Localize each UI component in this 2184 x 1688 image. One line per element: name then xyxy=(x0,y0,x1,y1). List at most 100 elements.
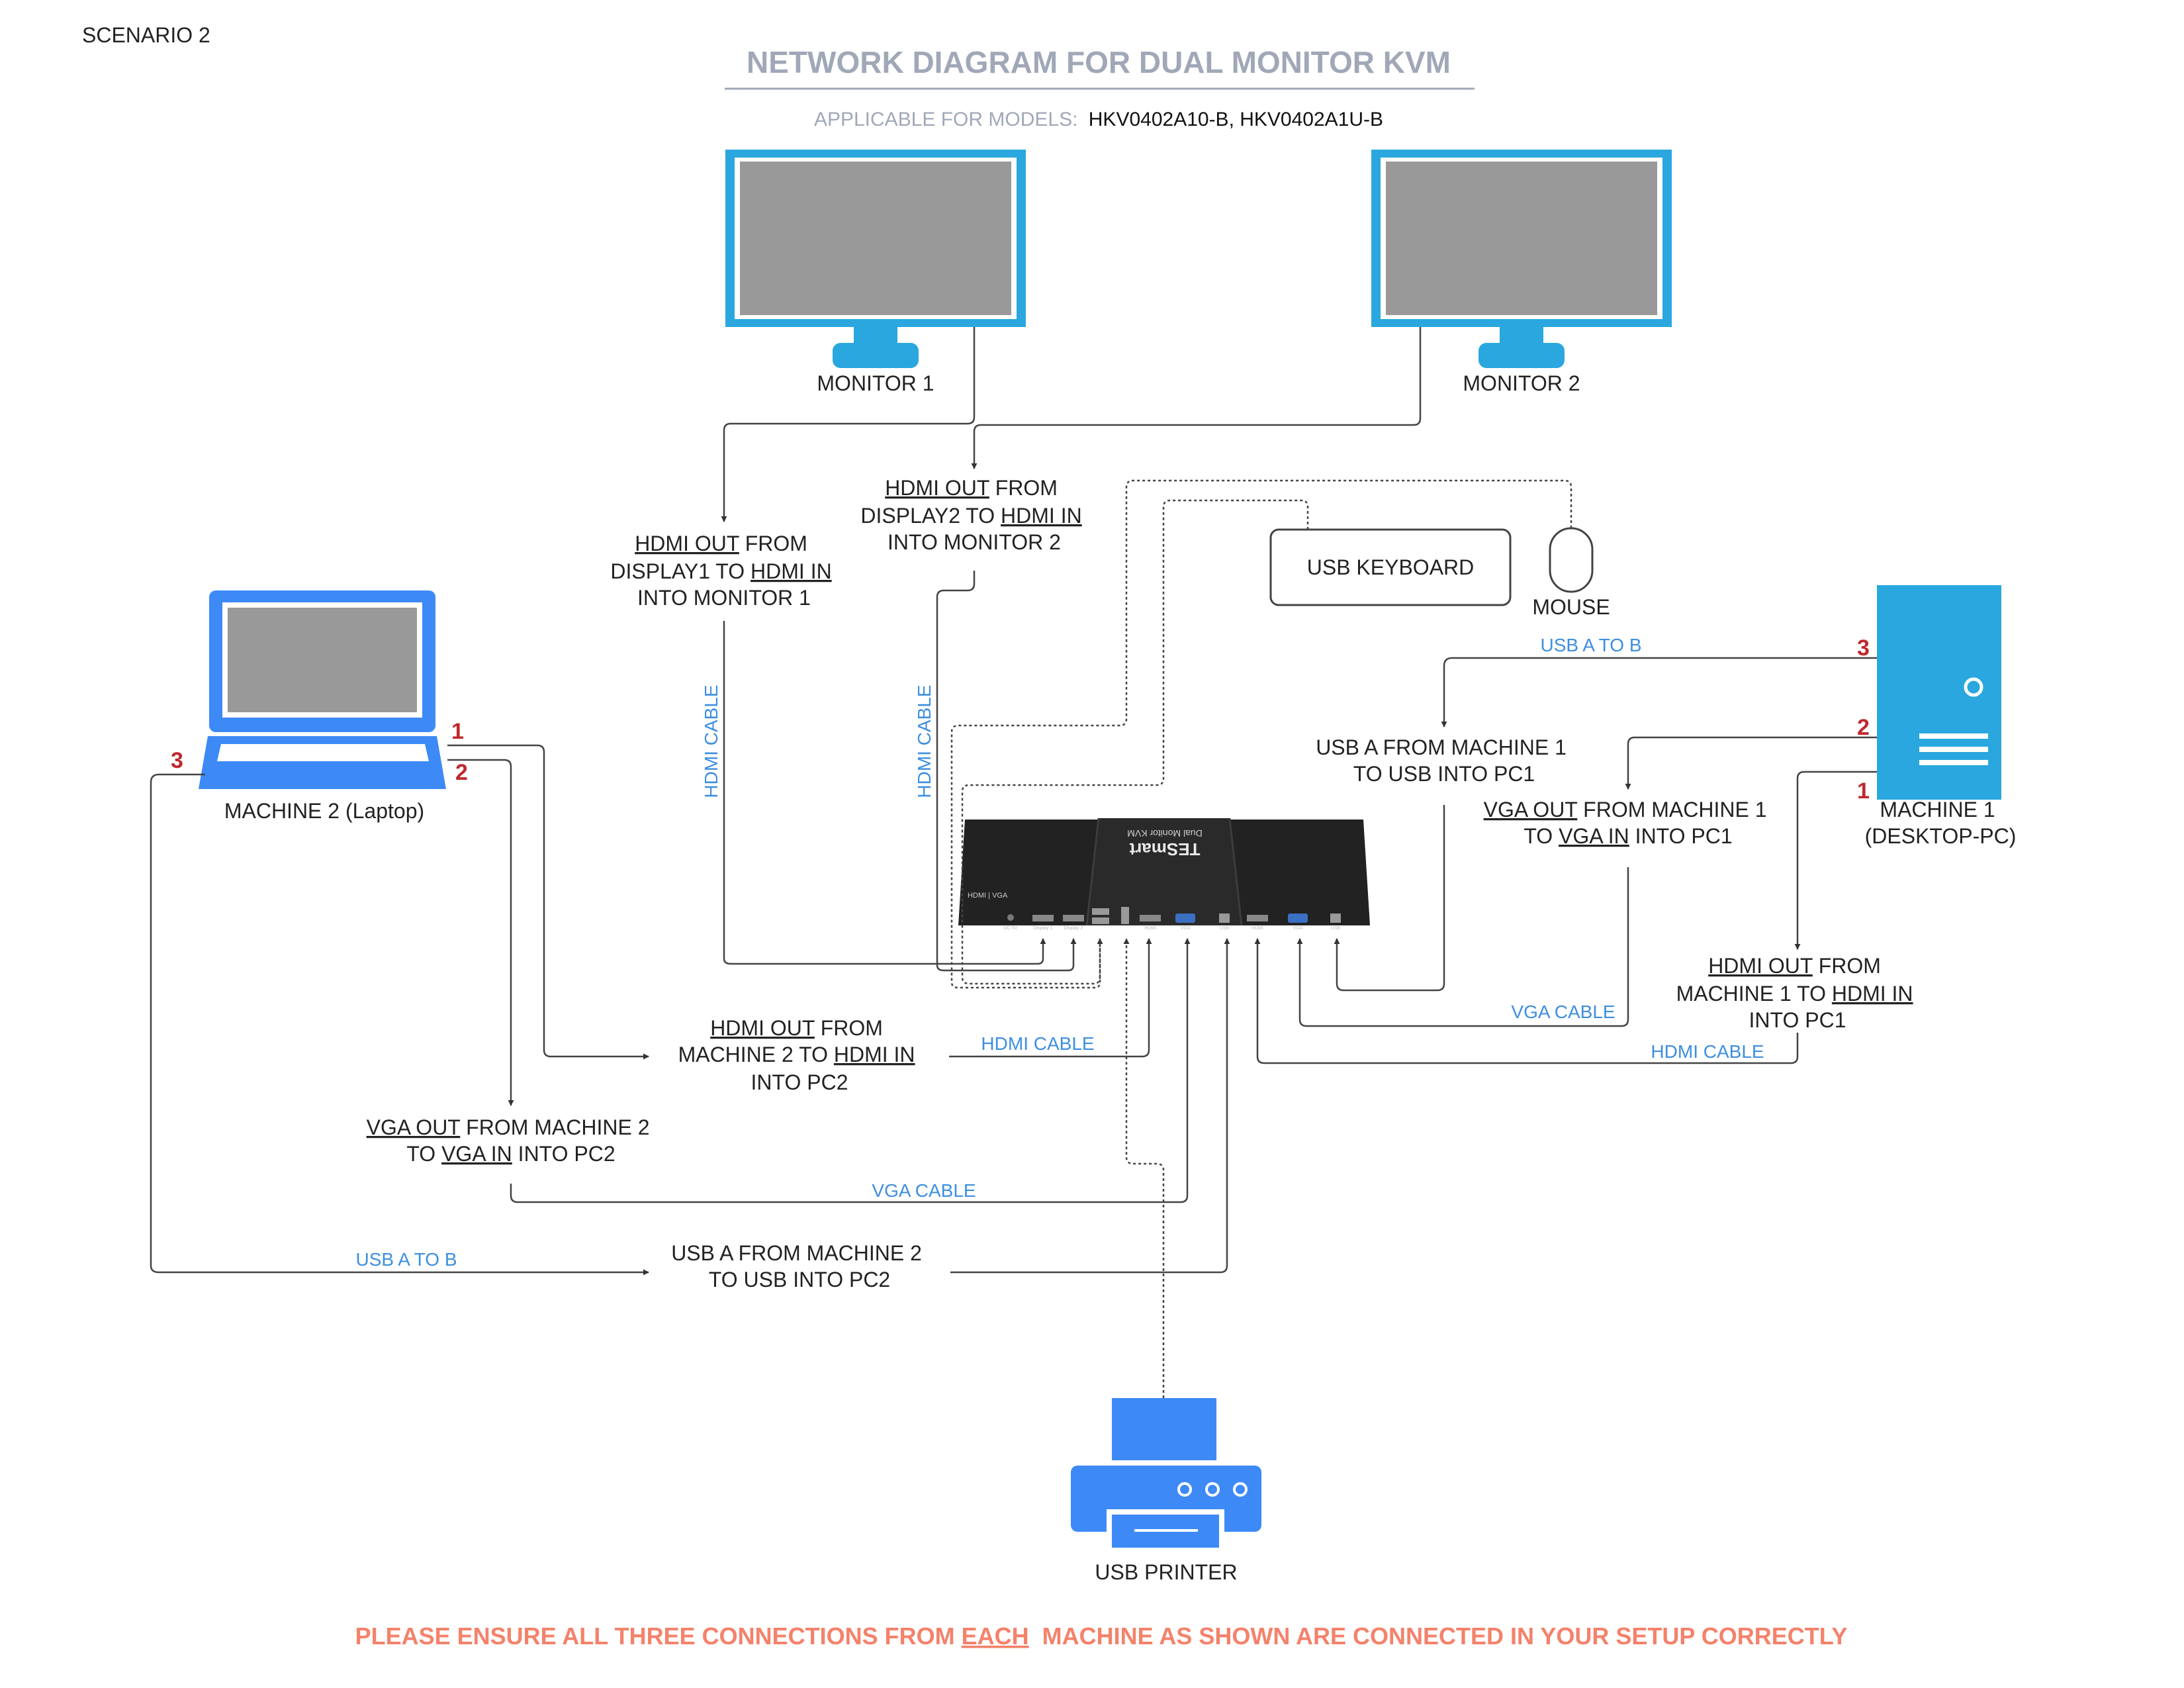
scenario-label: SCENARIO 2 xyxy=(82,23,210,47)
label-hdmi-display2-u2: HDMI IN xyxy=(1001,504,1082,528)
monitor-2-icon xyxy=(1371,150,1672,368)
line-laptop1-to-hdmi-label xyxy=(447,744,649,1060)
line-vga-label-to-pc1-vga xyxy=(1297,867,1629,1027)
label-hdmi-machine2-u2: HDMI IN xyxy=(834,1043,915,1066)
kvm-port-pc1-vga xyxy=(1288,914,1308,923)
cable-label-vga-m1: VGA CABLE xyxy=(1511,1002,1615,1022)
laptop-port-3: 3 xyxy=(171,748,183,773)
mouse-label: MOUSE xyxy=(1532,595,1610,619)
line-laptop2-to-vga-label xyxy=(447,759,514,1106)
label-vga-machine2: VGA OUT FROM MACHINE 2 TO VGA IN INTO PC… xyxy=(367,1115,656,1166)
kvm-port-label-pc2-hdmi: HDMI xyxy=(1144,926,1156,931)
kvm-port-pc1-usb xyxy=(1330,914,1341,923)
desktop-port-1: 1 xyxy=(1857,778,1870,804)
laptop-label: MACHINE 2 (Laptop) xyxy=(224,799,424,823)
kvm-port-pc2-vga xyxy=(1175,914,1195,923)
kvm-brand: TESmart xyxy=(1129,839,1200,859)
label-hdmi-display2: HDMI OUT FROM DISPLAY2 TO HDMI IN INTO M… xyxy=(860,476,1087,554)
models-line: APPLICABLE FOR MODELS: HKV0402A10-B, HKV… xyxy=(814,109,1383,130)
label-hdmi-display1-u1: HDMI OUT xyxy=(635,532,739,555)
dotted-mouse-line xyxy=(950,479,1572,989)
laptop-icon xyxy=(199,590,446,789)
cable-label-usb-ab-m2: USB A TO B xyxy=(355,1249,457,1270)
line-desktop1-to-hdmi-label xyxy=(1794,771,1877,950)
models-prefix: APPLICABLE FOR MODELS: xyxy=(814,109,1077,130)
printer-icon xyxy=(1071,1398,1261,1550)
kvm-port-label-pc1-usb: USB xyxy=(1331,926,1341,931)
line-desktop3-to-usb-label xyxy=(1441,657,1877,727)
kvm-port-usb-a3 xyxy=(1121,907,1129,924)
line-laptop3-to-usb-label xyxy=(150,773,649,1276)
cable-label-hdmi-vertical-1: HDMI CABLE xyxy=(701,684,721,798)
desktop-label-line-1: MACHINE 1 xyxy=(1880,798,1995,821)
kvm-port-label-pc2-usb: USB xyxy=(1220,926,1230,931)
kvm-port-usb-a1 xyxy=(1092,908,1109,915)
dotted-printer-line xyxy=(1123,938,1165,1398)
kvm-port-label-pc2-vga: VGA xyxy=(1181,926,1191,931)
cable-label-usb-ab-m1: USB A TO B xyxy=(1540,635,1641,655)
dotted-keyboard-line xyxy=(961,499,1309,985)
monitor-1-label: MONITOR 1 xyxy=(817,371,934,395)
usb-keyboard-label: USB KEYBOARD xyxy=(1307,555,1475,579)
usb-keyboard-box xyxy=(1269,528,1512,606)
kvm-switch: TESmart Dual Monitor KVM HDMI | VGA DC 5… xyxy=(958,818,1386,933)
desktop-label: MACHINE 1 (DESKTOP-PC) xyxy=(1865,798,2017,848)
label-hdmi-machine1-u1: HDMI OUT xyxy=(1708,954,1813,978)
kvm-port-dc xyxy=(1007,914,1014,921)
line-usb-label-to-pc2-usb xyxy=(950,938,1230,1274)
cable-label-hdmi-m1: HDMI CABLE xyxy=(1651,1041,1764,1062)
laptop-port-1: 1 xyxy=(451,719,464,744)
desktop-port-3: 3 xyxy=(1857,635,1870,661)
connector-lines xyxy=(150,327,1877,1276)
desktop-tower-icon xyxy=(1877,585,2001,800)
kvm-port-pc2-hdmi xyxy=(1140,915,1161,921)
kvm-port-display2 xyxy=(1063,915,1084,921)
kvm-port-label-dc: DC 5V xyxy=(1004,926,1018,931)
warning-underlined: EACH xyxy=(962,1622,1029,1650)
desktop-label-line-2: (DESKTOP-PC) xyxy=(1865,824,2017,848)
monitor-1-icon xyxy=(725,150,1026,368)
label-vga-machine1: VGA OUT FROM MACHINE 1 TO VGA IN INTO PC… xyxy=(1484,798,1773,848)
line-desktop2-to-vga-label xyxy=(1625,736,1877,790)
monitor-2-label: MONITOR 2 xyxy=(1463,371,1580,395)
printer-label: USB PRINTER xyxy=(1095,1560,1237,1584)
label-vga-machine1-u1: VGA OUT xyxy=(1484,798,1578,821)
laptop-port-2: 2 xyxy=(455,760,468,785)
kvm-port-display1 xyxy=(1032,915,1054,921)
label-vga-machine1-u2: VGA IN xyxy=(1559,824,1629,848)
label-hdmi-machine2-u1: HDMI OUT xyxy=(710,1016,815,1040)
kvm-port-label-pc1-vga: VGA xyxy=(1293,926,1303,931)
cable-label-vga-m2: VGA CABLE xyxy=(872,1180,976,1201)
cable-label-hdmi-m2: HDMI CABLE xyxy=(981,1033,1094,1054)
line-monitor2-to-label xyxy=(971,327,1422,469)
label-hdmi-display2-u1: HDMI OUT xyxy=(885,476,989,500)
label-hdmi-machine1-u2: HDMI IN xyxy=(1832,982,1913,1006)
line-hdmi-label-to-pc1-hdmi xyxy=(1254,938,1799,1064)
diagram-title: NETWORK DIAGRAM FOR DUAL MONITOR KVM xyxy=(747,45,1451,79)
label-hdmi-display1-u2: HDMI IN xyxy=(751,559,832,583)
kvm-port-label-display2: Display 2 xyxy=(1064,926,1083,931)
kvm-port-pc2-usb xyxy=(1219,914,1230,923)
label-vga-machine2-u1: VGA OUT xyxy=(367,1115,461,1139)
cable-label-hdmi-vertical-2: HDMI CABLE xyxy=(914,684,934,798)
line-hdmi-label-to-pc2-hdmi xyxy=(949,938,1152,1058)
mouse-icon xyxy=(1549,527,1594,593)
desktop-port-2: 2 xyxy=(1857,715,1870,740)
kvm-side-label: HDMI | VGA xyxy=(968,892,1008,900)
kvm-port-pc1-hdmi xyxy=(1247,915,1268,921)
kvm-port-label-display1: Display 1 xyxy=(1034,926,1053,931)
label-vga-machine2-u2: VGA IN xyxy=(441,1142,512,1166)
line-label-to-display1 xyxy=(723,621,1046,965)
dotted-usb-lines xyxy=(950,479,1572,1398)
label-hdmi-machine1: HDMI OUT FROM MACHINE 1 TO HDMI IN INTO … xyxy=(1676,954,1919,1032)
line-monitor1-to-label xyxy=(721,327,976,522)
label-usb-machine1: USB A FROM MACHINE 1 TO USB INTO PC1 xyxy=(1316,735,1572,786)
warning-message: PLEASE ENSURE ALL THREE CONNECTIONS FROM… xyxy=(355,1622,1848,1650)
label-hdmi-machine2: HDMI OUT FROM MACHINE 2 TO HDMI IN INTO … xyxy=(678,1016,921,1094)
kvm-model: Dual Monitor KVM xyxy=(1127,828,1203,839)
line-usb-label-to-pc1-usb xyxy=(1334,805,1445,992)
kvm-port-label-pc1-hdmi: HDMI xyxy=(1251,926,1263,931)
label-usb-machine2: USB A FROM MACHINE 2 TO USB INTO PC2 xyxy=(671,1241,928,1291)
kvm-port-usb-a2 xyxy=(1092,917,1109,924)
